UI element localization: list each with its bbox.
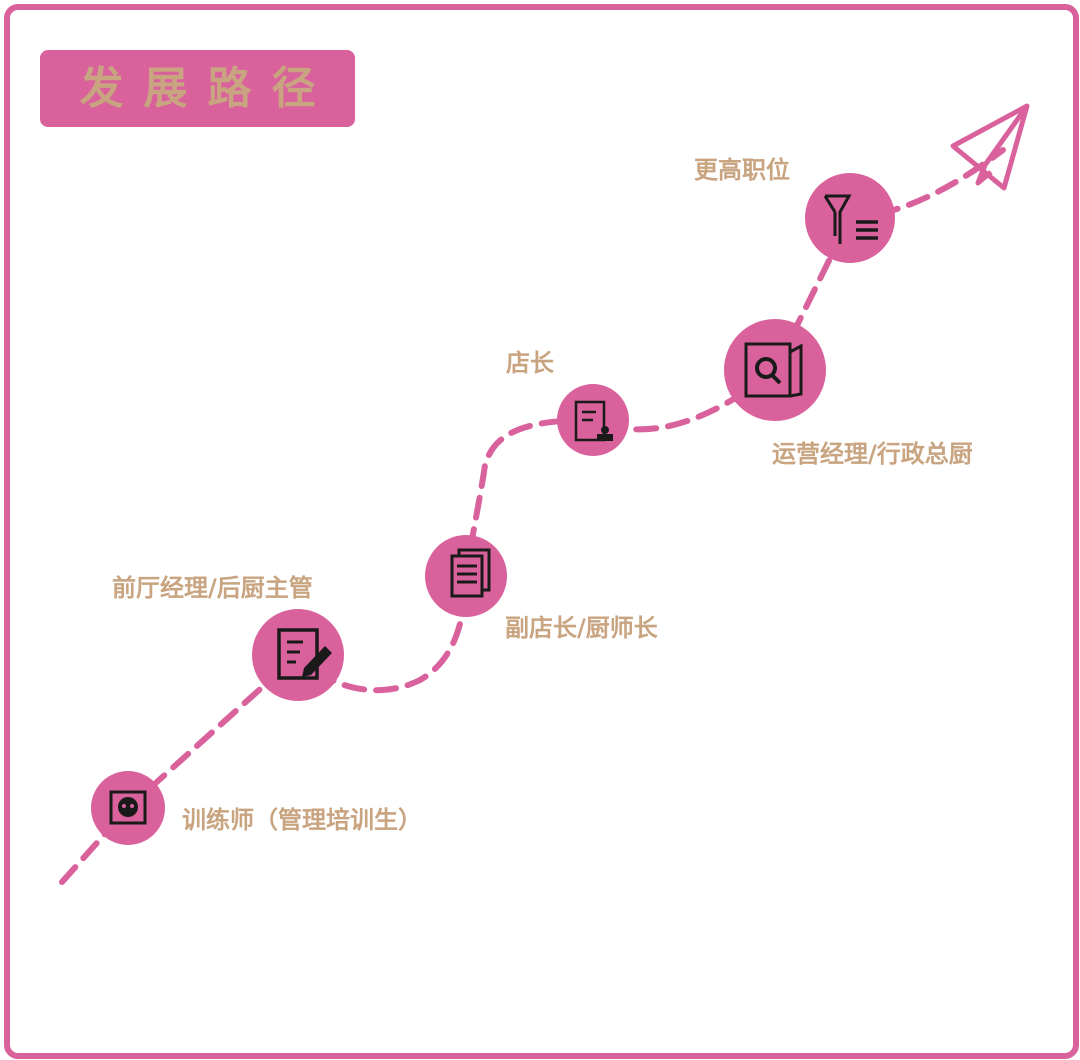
page-frame: [4, 4, 1079, 1059]
title-badge: 发展路径: [40, 50, 355, 127]
filter-list-icon: [823, 194, 878, 244]
stage-node-3: [425, 535, 507, 617]
stage-label-6: 更高职位: [694, 156, 790, 184]
stage-label-4: 店长: [506, 349, 554, 377]
stage-node-6: [805, 173, 895, 263]
search-document-icon: [744, 342, 803, 398]
stage-node-2: [252, 609, 344, 701]
stage-node-5: [724, 319, 826, 421]
documents-icon: [450, 548, 491, 598]
certificate-icon: [574, 400, 613, 442]
paper-plane-icon: [950, 103, 1030, 191]
page-title: 发展路径: [79, 63, 336, 114]
stage-node-4: [557, 384, 629, 456]
socket-icon: [109, 790, 147, 825]
stage-node-1: [91, 771, 165, 845]
stage-label-5: 运营经理/行政总厨: [772, 440, 973, 468]
edit-document-icon: [277, 628, 332, 680]
stage-label-1: 训练师（管理培训生）: [182, 806, 422, 834]
stage-label-2: 前厅经理/后厨主管: [112, 574, 313, 602]
stage-label-3: 副店长/厨师长: [505, 614, 658, 642]
